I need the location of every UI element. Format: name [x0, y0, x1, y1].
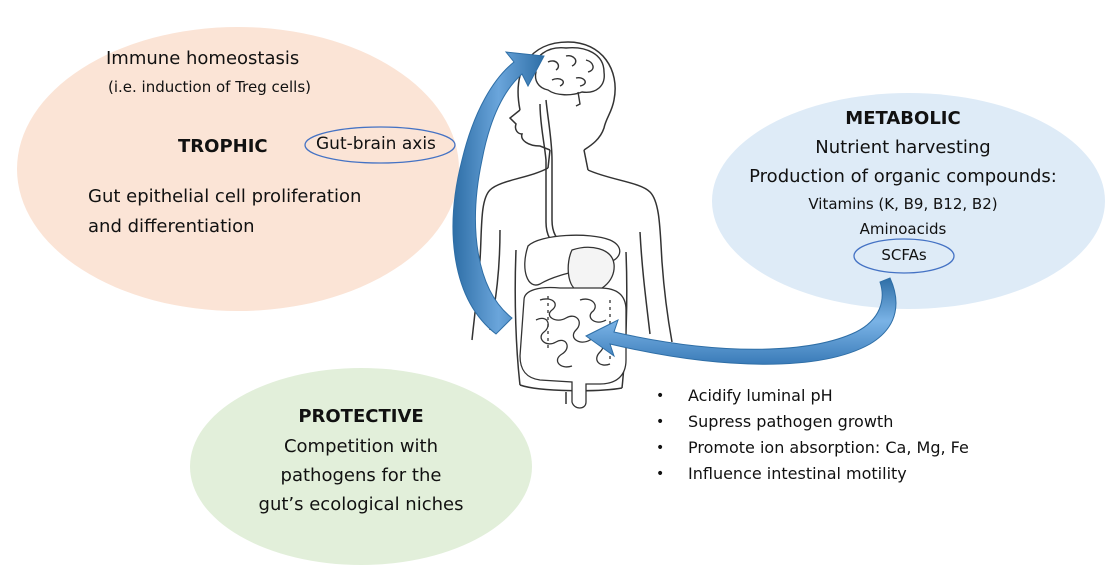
trophic-line2: (i.e. induction of Treg cells): [108, 78, 312, 96]
protective-title: PROTECTIVE: [298, 406, 424, 427]
metabolic-line2: Production of organic compounds:: [749, 166, 1057, 187]
gut-brain-axis-oval: [304, 126, 456, 164]
trophic-line3: Gut epithelial cell proliferation: [88, 186, 362, 207]
protective-line3: gut’s ecological niches: [258, 494, 464, 515]
gut-brain-arrow: [452, 51, 545, 335]
list-item: •Influence intestinal motility: [654, 461, 969, 487]
metabolic-line4: Aminoacids: [859, 220, 947, 238]
protective-ellipse: [190, 368, 532, 565]
bullet-icon: •: [656, 440, 665, 456]
trophic-line4: and differentiation: [88, 216, 255, 237]
list-item: •Promote ion absorption: Ca, Mg, Fe: [654, 435, 969, 461]
bullet-icon: •: [656, 466, 665, 482]
protective-line2: pathogens for the: [280, 465, 442, 486]
protective-line1: Competition with: [283, 436, 439, 457]
bullet-icon: •: [656, 388, 665, 404]
trophic-title: TROPHIC: [178, 136, 268, 157]
gut-icon: [519, 234, 627, 409]
brain-icon: [534, 47, 605, 107]
gut-brain-axis-label: Gut-brain axis: [316, 134, 436, 154]
scfas-oval: [853, 238, 955, 274]
list-item: •Acidify luminal pH: [654, 383, 969, 409]
trophic-line1: Immune homeostasis: [106, 48, 300, 69]
trophic-ellipse: [17, 27, 459, 311]
bullet-icon: •: [656, 414, 665, 430]
metabolic-line1: Nutrient harvesting: [815, 137, 991, 158]
scfa-gut-arrow: [585, 277, 897, 365]
metabolic-title: METABOLIC: [845, 108, 961, 129]
metabolic-line3: Vitamins (K, B9, B12, B2): [808, 195, 998, 213]
scfa-effects-list: •Acidify luminal pH •Supress pathogen gr…: [654, 383, 969, 487]
list-item: •Supress pathogen growth: [654, 409, 969, 435]
scfas-label: SCFAs: [881, 246, 927, 264]
